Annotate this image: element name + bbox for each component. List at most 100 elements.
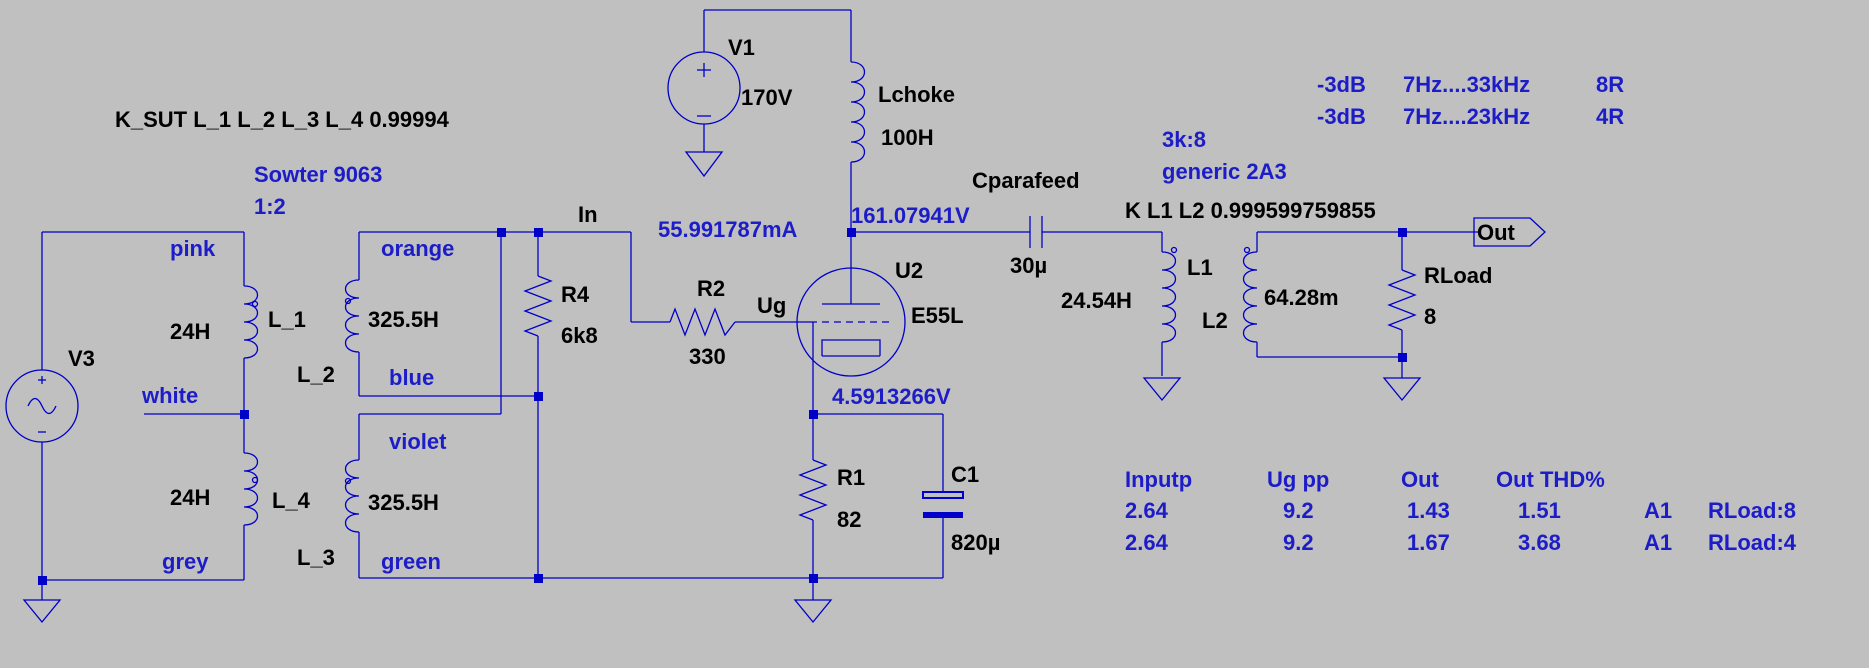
sut-name-annotation: Sowter 9063 bbox=[254, 162, 382, 187]
svg-text:Ug pp: Ug pp bbox=[1267, 467, 1329, 492]
u2-value: E55L bbox=[911, 303, 964, 328]
l2-value: 64.28m bbox=[1264, 285, 1339, 310]
r1-value: 82 bbox=[837, 507, 861, 532]
svg-text:-3dB: -3dB bbox=[1317, 72, 1366, 97]
l-2-name: L_2 bbox=[297, 362, 335, 387]
v1-value: 170V bbox=[741, 85, 793, 110]
rload-value: 8 bbox=[1424, 304, 1436, 329]
ground-symbol-v3 bbox=[22, 599, 62, 624]
bandwidth-note-4r: -3dB 7Hz....23kHz 4R bbox=[1317, 104, 1624, 129]
svg-text:9.2: 9.2 bbox=[1283, 498, 1314, 523]
c1-value: 820µ bbox=[951, 530, 1000, 555]
l1-value: 24.54H bbox=[1061, 288, 1132, 313]
inductor-l-4[interactable] bbox=[243, 452, 259, 526]
svg-text:2.64: 2.64 bbox=[1125, 530, 1169, 555]
inductor-l-1[interactable] bbox=[243, 285, 259, 359]
svg-text:RLoad:4: RLoad:4 bbox=[1708, 530, 1797, 555]
inductor-l-3[interactable] bbox=[344, 459, 360, 533]
v1-name: V1 bbox=[728, 35, 755, 60]
output-coupling-directive: K L1 L2 0.999599759855 bbox=[1125, 198, 1376, 223]
svg-text:Out THD%: Out THD% bbox=[1496, 467, 1605, 492]
l-4-name: L_4 bbox=[272, 488, 311, 513]
lchoke-name: Lchoke bbox=[878, 82, 955, 107]
svg-text:-3dB: -3dB bbox=[1317, 104, 1366, 129]
svg-text:A1: A1 bbox=[1644, 530, 1672, 555]
svg-text:1.67: 1.67 bbox=[1407, 530, 1450, 555]
capacitor-cparafeed[interactable] bbox=[1029, 216, 1043, 248]
ground-symbol-rload bbox=[1382, 377, 1422, 402]
ground-symbol-v1 bbox=[684, 151, 724, 178]
green-net-label: green bbox=[381, 549, 441, 574]
r4-name: R4 bbox=[561, 282, 590, 307]
l1-name: L1 bbox=[1187, 255, 1213, 280]
rload-name: RLoad bbox=[1424, 263, 1492, 288]
l-2-value: 325.5H bbox=[368, 307, 439, 332]
svg-text:Out: Out bbox=[1401, 467, 1440, 492]
cparafeed-name: Cparafeed bbox=[972, 168, 1080, 193]
output-ratio-annotation: 3k:8 bbox=[1162, 127, 1206, 152]
r4-value: 6k8 bbox=[561, 323, 598, 348]
out-port-label: Out bbox=[1477, 220, 1516, 245]
lchoke-value: 100H bbox=[881, 125, 934, 150]
svg-text:4R: 4R bbox=[1596, 104, 1624, 129]
svg-text:2.64: 2.64 bbox=[1125, 498, 1169, 523]
results-row: 2.64 9.2 1.67 3.68 A1 RLoad:4 bbox=[1125, 530, 1797, 555]
inductor-l2[interactable] bbox=[1242, 232, 1258, 357]
voltage-source-v3[interactable] bbox=[5, 232, 79, 600]
svg-text:A1: A1 bbox=[1644, 498, 1672, 523]
l-1-name: L_1 bbox=[268, 307, 306, 332]
output-port-flag[interactable] bbox=[1473, 217, 1546, 247]
ground-symbol-l1 bbox=[1142, 377, 1182, 402]
inductor-l1[interactable] bbox=[1161, 232, 1178, 376]
cparafeed-value: 30µ bbox=[1010, 253, 1047, 278]
l-3-name: L_3 bbox=[297, 545, 335, 570]
svg-text:7Hz....23kHz: 7Hz....23kHz bbox=[1403, 104, 1530, 129]
l-3-value: 325.5H bbox=[368, 490, 439, 515]
results-row: 2.64 9.2 1.43 1.51 A1 RLoad:8 bbox=[1125, 498, 1796, 523]
svg-text:7Hz....33kHz: 7Hz....33kHz bbox=[1403, 72, 1530, 97]
violet-net-label: violet bbox=[389, 429, 447, 454]
svg-text:3.68: 3.68 bbox=[1518, 530, 1561, 555]
plate-current-readout: 55.991787mA bbox=[658, 217, 798, 242]
ug-net-label: Ug bbox=[757, 293, 786, 318]
resistor-r2[interactable] bbox=[669, 307, 736, 337]
l-1-value: 24H bbox=[170, 319, 210, 344]
svg-text:Inputp: Inputp bbox=[1125, 467, 1192, 492]
orange-net-label: orange bbox=[381, 236, 454, 261]
resistor-r4[interactable] bbox=[523, 232, 553, 578]
white-net-label: white bbox=[141, 383, 198, 408]
cathode-voltage-readout: 4.5913266V bbox=[832, 384, 951, 409]
blue-net-label: blue bbox=[389, 365, 434, 390]
grey-net-label: grey bbox=[162, 549, 209, 574]
svg-text:8R: 8R bbox=[1596, 72, 1624, 97]
plate-voltage-readout: 161.07941V bbox=[851, 203, 970, 228]
l-4-value: 24H bbox=[170, 485, 210, 510]
r2-name: R2 bbox=[697, 276, 725, 301]
results-header: Inputp Ug pp Out Out THD% bbox=[1125, 467, 1605, 492]
output-tube-annotation: generic 2A3 bbox=[1162, 159, 1287, 184]
sut-ratio-annotation: 1:2 bbox=[254, 194, 286, 219]
r2-value: 330 bbox=[689, 344, 726, 369]
sut-coupling-directive: K_SUT L_1 L_2 L_3 L_4 0.99994 bbox=[115, 107, 450, 132]
c1-name: C1 bbox=[951, 462, 979, 487]
r1-name: R1 bbox=[837, 465, 865, 490]
svg-text:RLoad:8: RLoad:8 bbox=[1708, 498, 1796, 523]
inductor-lchoke[interactable] bbox=[850, 10, 866, 232]
svg-text:1.43: 1.43 bbox=[1407, 498, 1450, 523]
l2-name: L2 bbox=[1202, 308, 1228, 333]
v3-name: V3 bbox=[68, 346, 95, 371]
bandwidth-note-8r: -3dB 7Hz....33kHz 8R bbox=[1317, 72, 1624, 97]
pink-net-label: pink bbox=[170, 236, 216, 261]
svg-text:9.2: 9.2 bbox=[1283, 530, 1314, 555]
in-net-label: In bbox=[578, 202, 598, 227]
voltage-source-v1[interactable] bbox=[667, 9, 851, 152]
junction-dots bbox=[38, 228, 1407, 585]
inductor-l-2[interactable] bbox=[344, 279, 360, 353]
u2-name: U2 bbox=[895, 258, 923, 283]
resistor-r1[interactable] bbox=[798, 414, 828, 578]
capacitor-c1[interactable] bbox=[922, 414, 964, 578]
ground-symbol-main bbox=[793, 578, 833, 624]
svg-text:1.51: 1.51 bbox=[1518, 498, 1561, 523]
results-table: Inputp Ug pp Out Out THD% 2.64 9.2 1.43 … bbox=[1125, 467, 1797, 555]
